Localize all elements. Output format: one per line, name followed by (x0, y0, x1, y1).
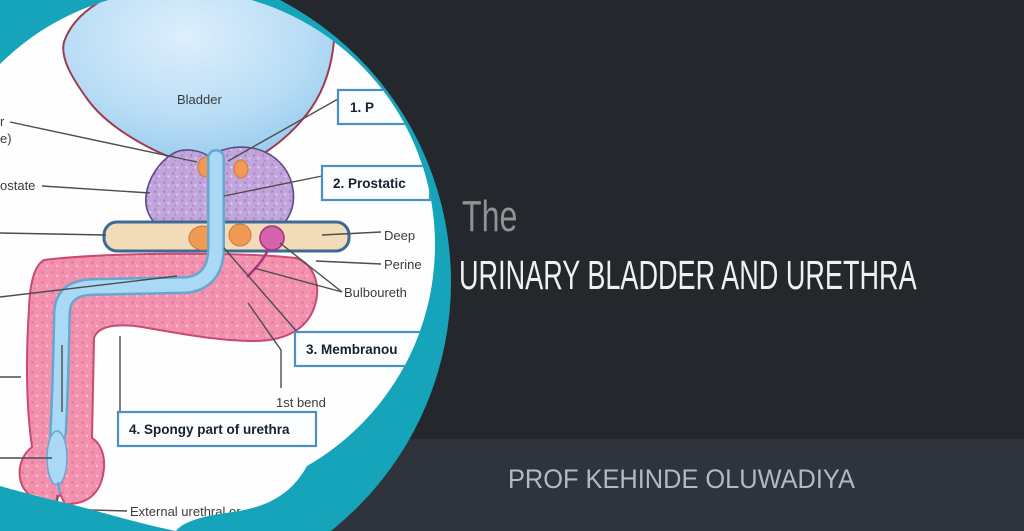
leader-callout-3 (223, 247, 300, 335)
callout-text-4: 4. Spongy part of urethra (129, 422, 290, 437)
label-bladder: Bladder (177, 92, 222, 107)
leader-bulbourethral-2 (253, 267, 343, 293)
slide-pretitle: The (462, 192, 518, 241)
bulbourethral-gland (259, 225, 285, 251)
callout-text-1: 1. P (350, 100, 374, 115)
label-deep-pouch: Deep (384, 228, 415, 243)
label-prostate: ostate (0, 178, 35, 193)
leader-crus (0, 275, 178, 298)
corpus-spongiosum-shape (18, 252, 319, 506)
external-sphincter-right (228, 223, 252, 247)
leader-deep (321, 231, 382, 236)
leader-callout-1 (227, 98, 339, 162)
leader-ureter (9, 121, 198, 163)
footer-author: PROF KEHINDE OLUWADIYA (508, 464, 855, 494)
external-orifice-channel (56, 481, 62, 495)
label-first-bend: 1st bend (276, 395, 326, 410)
leader-first-bend (247, 302, 282, 388)
slide-title: URINARY BLADDER AND URETHRA (459, 252, 917, 298)
leader-perineal (315, 260, 382, 265)
leader-pouch-left (0, 232, 107, 236)
bulbourethral-duct (246, 249, 270, 278)
leader-bulbourethral-1 (279, 242, 343, 293)
callout-text-3: 3. Membranou (306, 342, 398, 357)
perineal-membrane-bar (102, 220, 351, 253)
diagram-labels: Bladder r e) ostate Deep Perine Bulboure… (0, 92, 422, 519)
callout-box-4 (116, 410, 318, 448)
anatomy-diagram: Bladder r e) ostate Deep Perine Bulboure… (0, 0, 432, 519)
label-fragment-paren: e) (0, 131, 12, 146)
bladder-neck-sphincter-right (233, 159, 249, 179)
leader-callout-2 (223, 175, 323, 197)
leader-prostate (41, 185, 151, 194)
callout-text-2: 2. Prostatic (333, 176, 406, 191)
label-perineal-membrane: Perine (384, 257, 422, 272)
leader-lines (0, 98, 382, 512)
urethra-tube (51, 151, 223, 441)
label-fragment-ureter: r (0, 114, 5, 129)
label-bulbourethral: Bulboureth (344, 285, 407, 300)
bladder-shape (62, 0, 336, 168)
